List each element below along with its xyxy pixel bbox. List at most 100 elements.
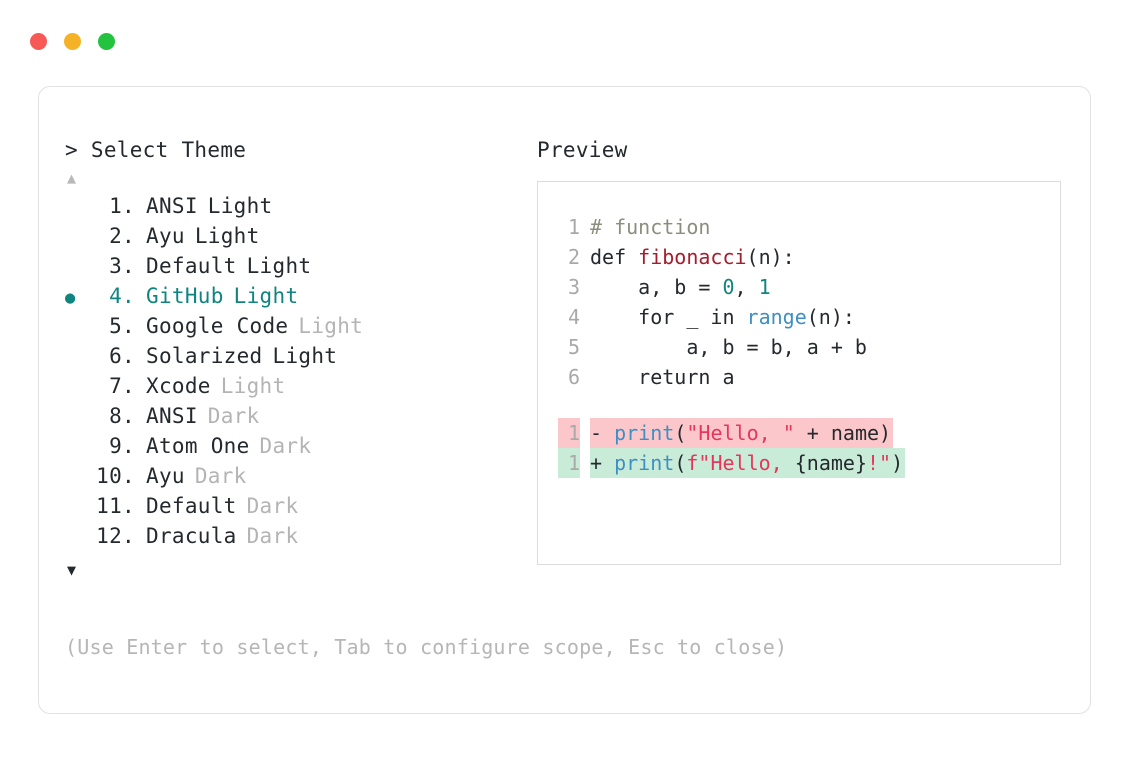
code-token-plain: + name) [794, 421, 892, 445]
keyboard-hint: (Use Enter to select, Tab to configure s… [65, 635, 788, 659]
code-token-plain: {name} [794, 451, 867, 475]
code-token-number: 0 [722, 275, 735, 299]
diff-line-text: - print("Hello, " + name) [590, 418, 894, 448]
code-line-number: 6 [567, 365, 580, 389]
code-token-comment: # function [590, 215, 711, 239]
code-token-keyword: def [590, 245, 639, 269]
row-bullet-spacer [65, 463, 91, 493]
code-token-plain: ( [674, 421, 687, 445]
code-token-plain: return a [590, 365, 735, 389]
code-line-text: a, b = 0, 1 [590, 272, 771, 302]
code-token-builtin: print [614, 451, 675, 475]
theme-item-variant: Light [207, 194, 273, 218]
row-bullet-spacer [65, 523, 91, 553]
theme-item-variant: Light [233, 284, 299, 308]
theme-item-index: 5. [109, 314, 135, 338]
theme-item-name: Default [146, 494, 237, 518]
window-controls [30, 33, 115, 50]
theme-item-variant: Light [272, 344, 338, 368]
code-token-plain: for _ in [590, 305, 747, 329]
code-token-string: "Hello, " [686, 421, 795, 445]
picker-prompt: > Select Theme [65, 138, 247, 162]
code-line-text: def fibonacci(n): [590, 242, 795, 272]
row-bullet-spacer [65, 373, 91, 403]
code-line-number: 5 [567, 335, 580, 359]
code-line-number: 4 [567, 305, 580, 329]
code-line-text: for _ in range(n): [590, 302, 855, 332]
code-line: 5 a, b = b, a + b [538, 332, 1060, 362]
diff-marker: + [590, 451, 615, 475]
row-bullet-spacer [65, 223, 91, 253]
theme-item-index: 3. [109, 254, 135, 278]
code-line: 3 a, b = 0, 1 [538, 272, 1060, 302]
code-token-plain: a, b = b, a + b [590, 335, 867, 359]
theme-item-name: Google Code [146, 314, 289, 338]
row-bullet-spacer [65, 343, 91, 373]
code-token-builtin: print [614, 421, 675, 445]
scroll-up-arrow-icon[interactable]: ▲ [67, 169, 77, 187]
diff-marker: - [590, 421, 615, 445]
code-token-plain: ) [891, 451, 904, 475]
theme-item-index: 12. [96, 524, 135, 548]
code-line: 6 return a [538, 362, 1060, 392]
code-token-plain: , [734, 275, 759, 299]
diff-line-text: + print(f"Hello, {name}!") [590, 448, 906, 478]
theme-item-name: Ayu [146, 464, 185, 488]
code-token-number: 1 [758, 275, 771, 299]
theme-item-index: 11. [96, 494, 135, 518]
row-bullet-spacer [65, 313, 91, 343]
selected-bullet-icon: ● [65, 288, 76, 308]
code-line-text: a, b = b, a + b [590, 332, 867, 362]
row-bullet-spacer [65, 433, 91, 463]
row-bullet-spacer [65, 493, 91, 523]
code-line: 1 # function [538, 212, 1060, 242]
theme-item-name: Ayu [146, 224, 185, 248]
code-token-string: !" [866, 451, 892, 475]
diff-line-number: 1 [558, 448, 580, 478]
theme-item-variant: Dark [246, 494, 299, 518]
theme-list-item[interactable]: 6. Solarized Light [65, 341, 535, 371]
theme-list-item[interactable]: 5. Google Code Light [65, 311, 535, 341]
theme-item-name: Xcode [146, 374, 211, 398]
theme-item-name: Solarized [146, 344, 263, 368]
code-line-text: return a [590, 362, 735, 392]
theme-item-index: 8. [109, 404, 135, 428]
theme-list-item[interactable]: 11. Default Dark [65, 491, 535, 521]
code-token-plain: a, b = [590, 275, 723, 299]
maximize-dot[interactable] [98, 33, 115, 50]
preview-title: Preview [537, 138, 628, 162]
row-bullet-spacer [65, 403, 91, 433]
theme-item-variant: Light [220, 374, 286, 398]
theme-item-index: 6. [109, 344, 135, 368]
minimize-dot[interactable] [64, 33, 81, 50]
theme-item-index: 2. [109, 224, 135, 248]
scroll-down-arrow-icon[interactable]: ▼ [67, 561, 77, 579]
theme-item-name: Default [146, 254, 237, 278]
code-token-plain: (n): [746, 245, 795, 269]
theme-item-index: 10. [96, 464, 135, 488]
theme-item-name: Dracula [146, 524, 237, 548]
code-line-number: 1 [567, 215, 580, 239]
code-line-text: # function [590, 212, 710, 242]
close-dot[interactable] [30, 33, 47, 50]
code-token-builtin: range [746, 305, 807, 329]
code-line-number: 3 [567, 275, 580, 299]
code-token-plain: ( [674, 451, 687, 475]
code-token-plain: (n): [806, 305, 855, 329]
theme-item-variant: Light [298, 314, 364, 338]
